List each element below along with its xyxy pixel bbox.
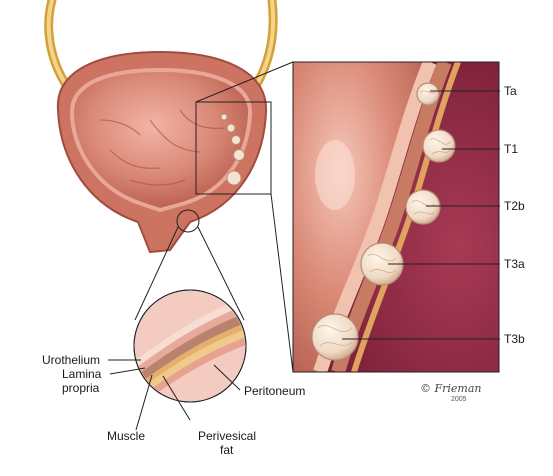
zoom-region-circle	[176, 209, 200, 233]
label-t3a: T3a	[504, 257, 525, 271]
label-lamina-propria-line1: Lamina	[62, 367, 102, 381]
layer-leader-lines	[108, 359, 241, 431]
label-lamina-propria-line2: propria	[62, 381, 100, 395]
label-perivesical-fat-line2: fat	[220, 443, 234, 457]
tumor-t3b	[311, 313, 359, 361]
label-t1: T1	[504, 142, 518, 156]
bladder	[56, 50, 268, 254]
label-t3b: T3b	[504, 332, 525, 346]
zoomed-wall-panel	[293, 62, 499, 372]
signature-year: 2005	[451, 396, 467, 403]
zoom-region-box	[195, 101, 272, 195]
label-muscle: Muscle	[107, 429, 145, 443]
label-peritoneum: Peritoneum	[244, 384, 305, 398]
connector-lines	[134, 61, 294, 373]
label-t2b: T2b	[504, 199, 525, 213]
wall-cross-section-inset	[133, 289, 247, 403]
tumor-t1	[422, 129, 456, 163]
tumor-t2b	[405, 189, 441, 225]
label-perivesical-fat-line1: Perivesical	[198, 429, 256, 443]
tumor-ta	[416, 82, 440, 106]
label-ta: Ta	[504, 84, 517, 98]
artist-signature: © Frieman	[420, 382, 482, 395]
label-urothelium: Urothelium	[42, 353, 100, 367]
stage-leader-lines	[342, 90, 500, 340]
